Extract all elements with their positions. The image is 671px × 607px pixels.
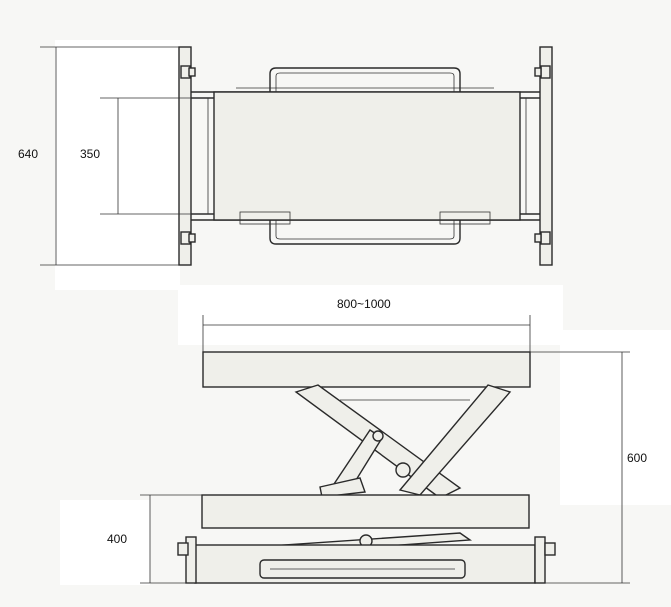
background-patch — [178, 285, 563, 345]
right-end-plate — [539, 46, 553, 266]
center-pivot — [395, 462, 411, 478]
top-handle — [269, 67, 461, 92]
dim-350: 350 — [80, 147, 100, 161]
dim-640: 640 — [18, 147, 38, 161]
plate-bolts — [180, 65, 551, 245]
top-table — [202, 351, 531, 388]
base-plate — [201, 494, 530, 529]
background-patch — [60, 500, 150, 585]
left-end-plate — [178, 46, 192, 266]
background-patch — [55, 40, 180, 290]
pivot-pin — [372, 430, 384, 442]
dim-400: 400 — [107, 532, 127, 546]
top-view: 640 350 — [18, 40, 553, 290]
side-view: 800~1000 — [60, 285, 671, 585]
dim-800-1000: 800~1000 — [337, 297, 391, 311]
background-patch — [560, 330, 671, 505]
dim-600: 600 — [627, 451, 647, 465]
table-top-plan — [213, 91, 521, 221]
bottom-handle — [269, 220, 461, 245]
scissor-mechanism — [294, 384, 512, 499]
